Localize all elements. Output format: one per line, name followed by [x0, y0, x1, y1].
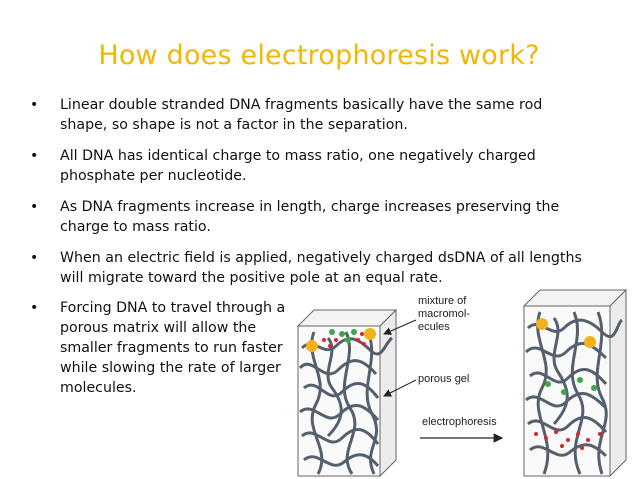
bullet-marker: •	[30, 148, 39, 164]
electrophoresis-diagram: mixture of macromol- ecules porous gel e…	[296, 288, 628, 478]
pointer-arrow-mixture	[383, 319, 417, 335]
bullet-marker: •	[30, 250, 39, 266]
bullet-marker: •	[30, 199, 39, 215]
bullet-marker: •	[30, 97, 39, 113]
gel-column-before	[296, 308, 398, 478]
bullet-text: Forcing DNA to travel through a porous m…	[60, 300, 286, 396]
bullet-list: • Linear double stranded DNA fragments ba…	[30, 95, 590, 299]
bullet-list-last: • Forcing DNA to travel through a porous …	[30, 298, 290, 398]
label-electrophoresis: electrophoresis	[422, 416, 497, 428]
bullet-text: All DNA has identical charge to mass rat…	[60, 148, 536, 184]
label-mixture-line1: mixture of	[418, 295, 467, 307]
gel-column-after	[522, 288, 628, 478]
pointer-arrow-gel	[383, 379, 417, 397]
gel-strands	[298, 331, 394, 475]
bullet-item: • All DNA has identical charge to mass ra…	[30, 146, 590, 186]
slide-title: How does electrophoresis work?	[98, 40, 540, 71]
bullet-marker: •	[30, 300, 39, 316]
label-porous-gel: porous gel	[418, 373, 469, 385]
gel-strands-after	[524, 311, 624, 475]
bullet-text: When an electric field is applied, negat…	[60, 250, 582, 286]
bullet-text: As DNA fragments increase in length, cha…	[60, 199, 560, 235]
label-mixture-line3: ecules	[418, 321, 450, 333]
bullet-item: • As DNA fragments increase in length, ch…	[30, 197, 590, 237]
bullet-item: • When an electric field is applied, nega…	[30, 248, 590, 288]
bullet-text: Linear double stranded DNA fragments bas…	[60, 97, 543, 133]
separated-molecules	[534, 318, 602, 450]
label-mixture-line2: macromol-	[418, 308, 470, 320]
bullet-item: • Linear double stranded DNA fragments ba…	[30, 95, 590, 135]
bullet-item: • Forcing DNA to travel through a porous …	[30, 298, 290, 398]
molecule-mixture	[306, 328, 376, 352]
